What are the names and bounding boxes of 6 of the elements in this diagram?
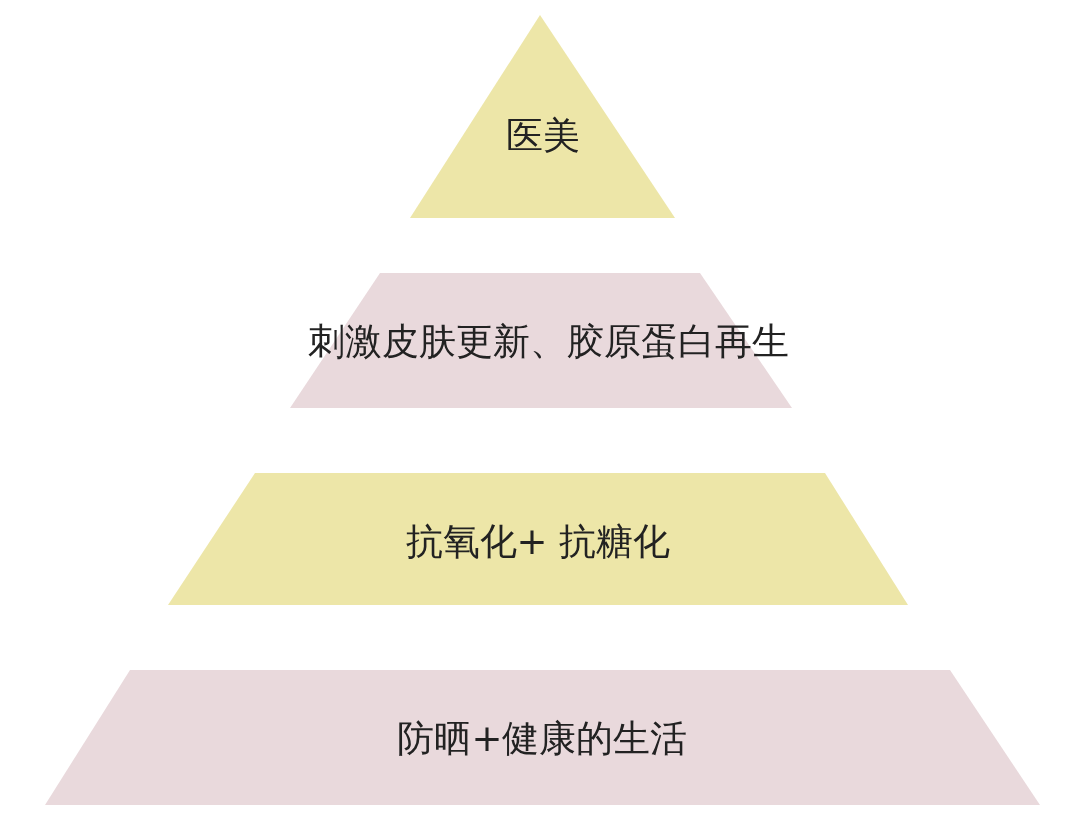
tier-label: 抗氧化+ 抗糖化	[405, 519, 671, 565]
pyramid-tier	[42, 670, 1043, 806]
tier-label: 刺激皮肤更新、胶原蛋白再生	[307, 319, 789, 365]
pyramid-tier	[165, 473, 911, 606]
tier-label: 防晒+健康的生活	[397, 716, 688, 762]
tier-label: 医美	[505, 113, 580, 159]
